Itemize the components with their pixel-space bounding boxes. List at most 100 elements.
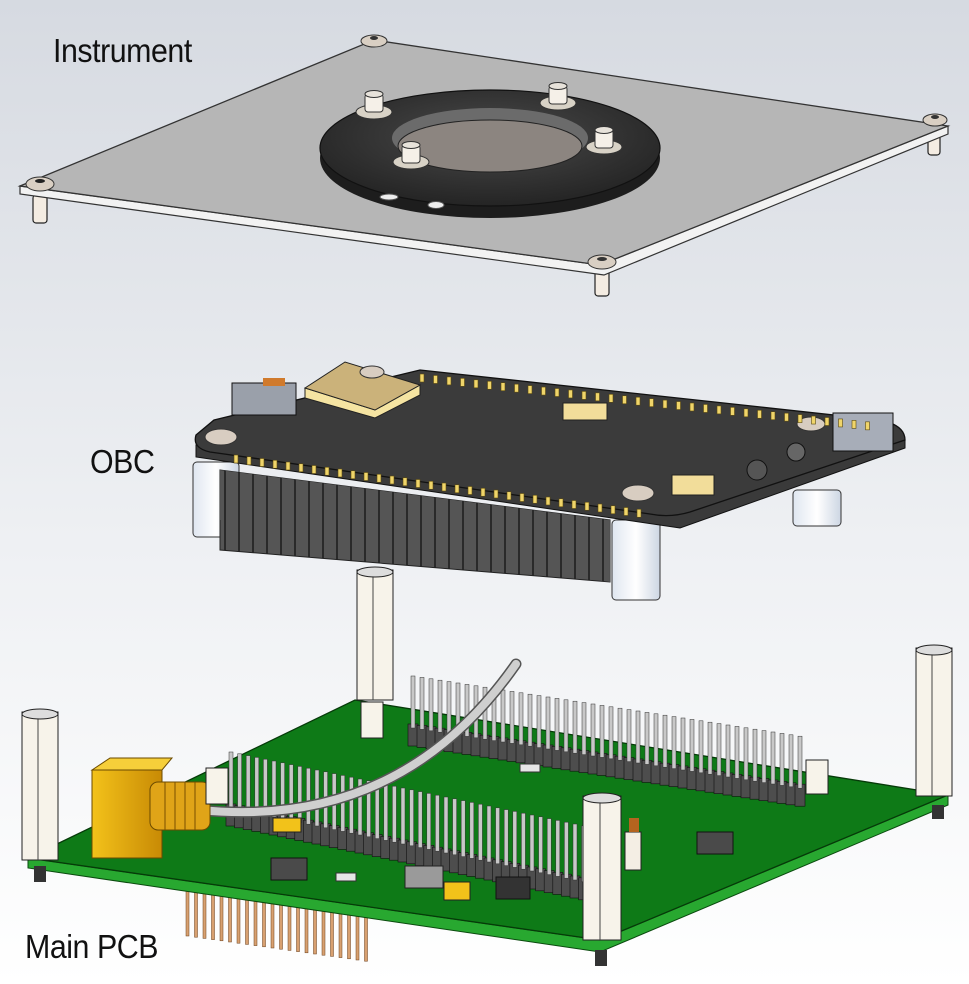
header-pin <box>626 709 632 762</box>
obc-pin <box>635 396 641 406</box>
obc-usb-connector <box>231 382 297 416</box>
header-pin <box>237 753 242 811</box>
header-pin <box>518 692 524 746</box>
obc-pin <box>554 388 560 397</box>
obc-pin <box>324 466 330 476</box>
header-pin <box>617 707 623 761</box>
header-pin <box>383 784 389 841</box>
underside-pins <box>185 889 368 962</box>
obc-pin <box>770 411 776 421</box>
yellow-component <box>443 881 471 901</box>
obc-pin <box>363 472 369 481</box>
obc-pin <box>514 383 519 393</box>
obc-pin <box>716 405 722 415</box>
obc-pin <box>622 395 627 405</box>
header-pin <box>503 809 509 866</box>
header-pin <box>689 719 695 772</box>
obc-pin <box>865 421 870 431</box>
header-pin <box>409 789 414 847</box>
obc-pin <box>662 399 668 409</box>
ring-screw <box>392 141 430 170</box>
header-pin <box>680 717 686 771</box>
obc-pin <box>571 500 577 509</box>
underside-pin <box>245 898 249 945</box>
obc-pin <box>519 493 525 502</box>
obc-pin <box>441 482 447 492</box>
obc-capacitor <box>746 459 768 481</box>
underside-pin <box>321 908 326 956</box>
yellow-component <box>272 817 302 833</box>
underside-pin <box>347 912 351 960</box>
obc-pin <box>595 392 600 402</box>
header-pin <box>545 696 551 750</box>
header-pin <box>752 728 758 782</box>
obc-pin <box>311 465 317 474</box>
underside-pin <box>338 911 343 958</box>
underside-pin <box>253 899 258 946</box>
header-pin <box>435 794 440 852</box>
underside-pin <box>270 901 275 949</box>
obc-pin <box>558 498 564 508</box>
obc-pin <box>350 470 356 480</box>
obc-pin <box>851 420 857 429</box>
header-pin <box>546 818 552 875</box>
obc-pin <box>636 508 642 518</box>
obc-pin <box>581 391 587 400</box>
obc-pin <box>298 463 304 473</box>
obc-pin <box>500 382 506 392</box>
header-pin <box>635 710 641 764</box>
underside-pin <box>296 905 300 952</box>
header-pin <box>788 734 794 788</box>
underside-pin <box>262 900 266 948</box>
header-pin <box>653 713 659 767</box>
smd-part <box>335 872 357 882</box>
corner-screw <box>922 113 948 127</box>
obc-pin <box>337 468 343 478</box>
underside-pin <box>364 914 368 962</box>
header-pin <box>555 820 561 877</box>
header-pin <box>743 727 749 781</box>
header-pin <box>608 706 614 760</box>
header-pin <box>400 787 406 845</box>
header-pin <box>306 767 311 825</box>
header-pin <box>357 778 363 836</box>
obc-pin <box>389 475 395 485</box>
header-pin <box>486 805 492 863</box>
sma-connector <box>90 757 211 859</box>
plate-hole <box>427 201 445 209</box>
obc-screw <box>359 365 385 379</box>
coax-cable-highlight <box>196 660 520 817</box>
obc-pin <box>757 409 762 419</box>
header-pin <box>644 712 650 765</box>
header-pin <box>417 791 423 848</box>
header-pin <box>707 721 713 775</box>
pcb-standoff <box>21 708 59 861</box>
header-pin <box>779 733 785 786</box>
underside-pin <box>211 893 215 940</box>
header-pin <box>469 802 475 859</box>
obc-pin <box>493 489 499 499</box>
obc-pin <box>623 507 629 516</box>
header-pin <box>554 698 560 751</box>
header-pin <box>734 726 740 779</box>
obc-module <box>303 361 422 411</box>
inductor <box>404 865 444 889</box>
underside-pin <box>279 902 283 950</box>
ic-package <box>696 831 734 855</box>
obc-pin <box>480 487 486 497</box>
underside-pin <box>202 892 207 939</box>
obc-label: OBC <box>90 443 155 480</box>
sensor-aperture <box>397 119 583 173</box>
header-pin <box>464 684 470 737</box>
obc-pin <box>433 375 438 384</box>
obc-pin <box>527 385 533 394</box>
underside-pin <box>355 913 360 961</box>
obc-pin-rows <box>233 373 870 518</box>
header-pin <box>349 776 354 834</box>
instrument-assembly <box>17 34 951 297</box>
obc-pin <box>446 376 452 386</box>
header-pin <box>572 700 578 754</box>
obc-chip <box>671 474 715 496</box>
obc-pin <box>649 398 654 407</box>
